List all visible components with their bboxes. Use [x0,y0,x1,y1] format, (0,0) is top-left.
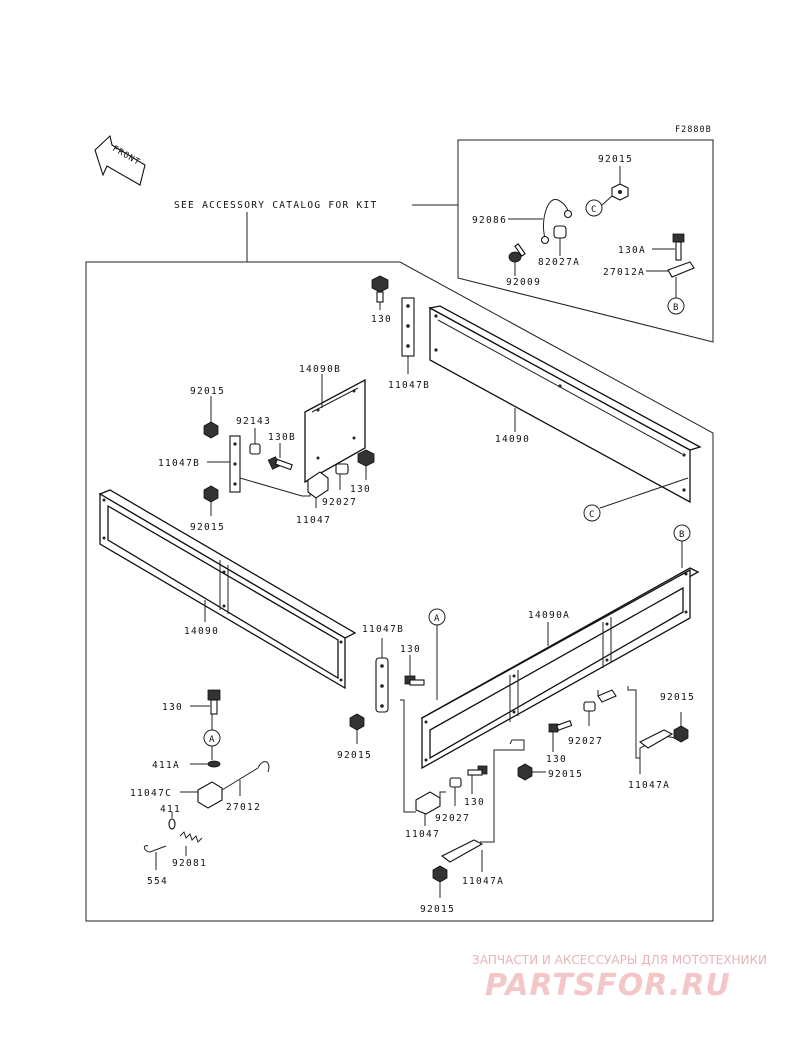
part-number-label: 11047 [296,515,331,526]
kit-inset-box [457,139,714,343]
part-number-label: 92086 [472,215,507,226]
part-number-label: 92027 [568,736,603,747]
watermark-logo: PARTSFOR.RU [485,968,731,1003]
reference-marker-label: B [673,303,678,313]
part-number-label: 130 [371,314,392,325]
part-number-label: 11047A [628,780,670,791]
part-number-label: 27012A [603,267,645,278]
watermark-tagline: ЗАПЧАСТИ И АКСЕССУАРЫ ДЛЯ МОТОТЕХНИКИ [472,953,767,967]
part-number-label: 14090B [299,364,341,375]
part-number-label: 92015 [420,904,455,915]
part-number-label: 11047B [388,380,430,391]
part-number-label: 92015 [548,769,583,780]
part-number-label: 554 [147,876,168,887]
left-cluster: 92015 11047B 92143 130B 92015 11047 9202… [158,386,375,533]
right-hardware: 92027 130 92015 92015 11047A [517,686,695,791]
part-number-label: 92015 [190,386,225,397]
back-frame-14090: 14090 C [428,305,702,522]
side-frame-left-14090: 14090 [98,489,357,690]
part-number-label: 92027 [435,813,470,824]
part-number-label: 130 [162,702,183,713]
part-number-label: 130B [268,432,296,443]
upper-bracket-group: 130 11047B [371,275,430,391]
reference-marker-label: C [589,510,594,520]
part-number-label: 92015 [660,692,695,703]
reference-marker-label: A [209,735,215,745]
part-number-label: 130 [400,644,421,655]
inset-parts: 92015 C 92086 82027A 92009 130A 27012A B [472,154,695,315]
part-number-label: 14090 [184,626,219,637]
part-number-label: 92143 [236,416,271,427]
bottom-middle-hardware: 11047 92027 130 11047A 92015 [400,699,525,915]
part-number-label: 92081 [172,858,207,869]
part-number-label: 92015 [337,750,372,761]
part-number-label: 11047C [130,788,172,799]
kit-note: SEE ACCESSORY CATALOG FOR KIT [174,200,378,211]
part-number-label: 130 [546,754,567,765]
part-number-label: 92015 [598,154,633,165]
part-number-label: 130A [618,245,646,256]
reference-marker-label: B [679,530,684,540]
main-assembly-box [85,261,714,922]
part-number-label: 130 [464,797,485,808]
part-number-label: 130 [350,484,371,495]
reference-marker-label: A [434,614,440,624]
part-number-label: 11047B [362,624,404,635]
cover-plate-14090B: 14090B [299,364,366,484]
part-number-label: 411A [152,760,180,771]
part-number-label: 92015 [190,522,225,533]
part-number-label: 14090A [528,610,570,621]
part-number-label: 92027 [322,497,357,508]
part-number-label: 11047 [405,829,440,840]
part-number-label: 11047B [158,458,200,469]
diagram-code: F2880B [675,125,712,135]
part-number-label: 11047A [462,876,504,887]
part-number-label: 92009 [506,277,541,288]
part-number-label: 14090 [495,434,530,445]
bottom-left-hardware: 130 A 411A 11047C 27012 411 92081 554 [130,689,270,887]
watermark: ЗАПЧАСТИ И АКСЕССУАРЫ ДЛЯ МОТОТЕХНИКИ PA… [472,953,767,1003]
part-number-label: 82027A [538,257,580,268]
part-number-label: 411 [160,804,181,815]
front-arrow-icon: FRONT [94,134,146,186]
reference-marker-label: C [591,205,596,215]
mid-bracket-group: 11047B 130 92015 [337,624,425,761]
front-frame-14090A: 14090A A B [420,524,700,770]
part-number-label: 27012 [226,802,261,813]
